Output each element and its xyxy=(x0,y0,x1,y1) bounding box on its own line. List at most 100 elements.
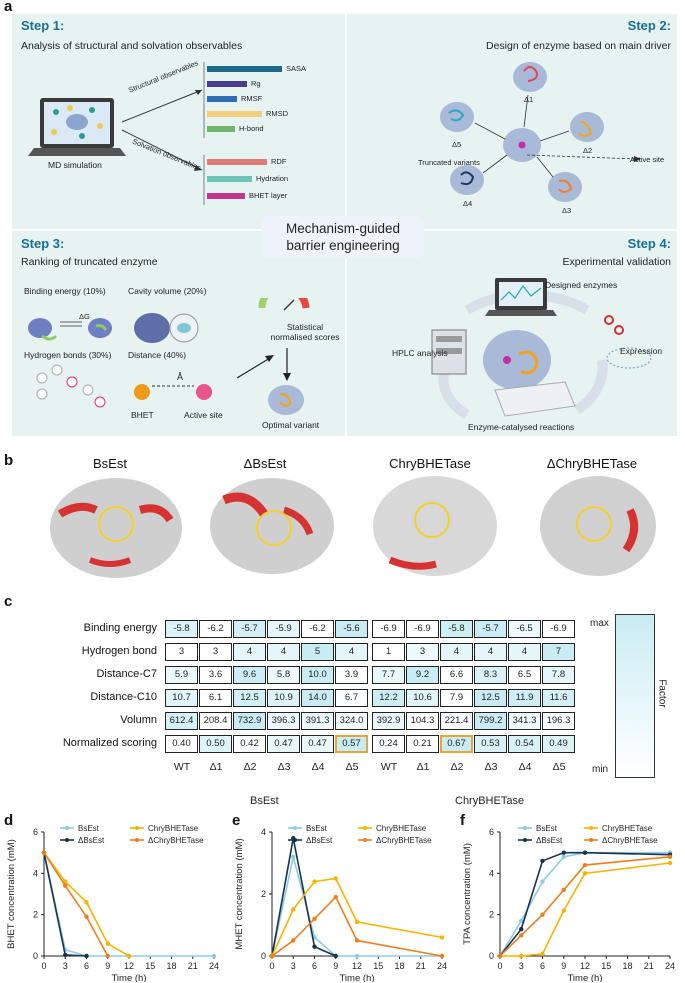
heatmap-cell-bsest: 12.5 xyxy=(233,689,266,707)
heatmap-cell-chry: 7.7 xyxy=(372,666,405,684)
bar-label-rg: Rg xyxy=(251,79,261,88)
bar-label-bhet-layer: BHET layer xyxy=(249,191,288,200)
heatmap-cell-bsest: 14.0 xyxy=(301,689,334,707)
heatmap-row-label: Hydrogen bond xyxy=(81,645,157,657)
step4-title: Step 4: xyxy=(627,236,671,251)
bar-label-hydration: Hydration xyxy=(256,174,289,183)
protein-title-chry: ChryBHETase xyxy=(389,456,471,471)
factor-legend xyxy=(615,614,655,778)
data-point xyxy=(333,953,338,959)
legend-marker xyxy=(589,838,593,842)
y-tick-label: 4 xyxy=(489,868,494,878)
heatmap-cell-bsest: 732.9 xyxy=(233,712,266,730)
binding-energy-label: Binding energy (10%) xyxy=(24,286,106,296)
legend-label: ΔBsEst xyxy=(306,836,333,845)
step3-illustration xyxy=(28,298,310,415)
heatmap-row-label: Binding energy xyxy=(83,622,157,634)
legend-marker xyxy=(135,826,139,830)
x-tick-label: 12 xyxy=(352,961,362,971)
expression-label: Expression xyxy=(620,346,663,356)
active-site-label-step3: Active site xyxy=(184,410,223,420)
heatmap-cell-chry: 0.49 xyxy=(542,735,575,753)
x-tick-label: 3 xyxy=(291,961,296,971)
heatmap-cell-chry: 799.2 xyxy=(474,712,507,730)
y-tick-label: 2 xyxy=(33,910,38,920)
heatmap-cell-chry: -5.7 xyxy=(474,620,507,638)
heatmap-cell-bsest: 4 xyxy=(267,643,300,661)
step1-subtitle: Analysis of structural and solvation obs… xyxy=(21,40,243,52)
laptop-icon xyxy=(28,98,126,156)
heatmap-cell-chry: 4 xyxy=(440,643,473,661)
x-tick-label: 12 xyxy=(580,961,590,971)
data-point xyxy=(497,953,503,959)
center-label: Mechanism-guided barrier engineering xyxy=(262,216,424,258)
cavity-volume-label: Cavity volume (20%) xyxy=(128,286,207,296)
hplc-label: HPLC analysis xyxy=(392,348,448,358)
designed-enzymes-label: Designed enzymes xyxy=(545,280,618,290)
heatmap-cell-chry: 196.3 xyxy=(542,712,575,730)
data-point xyxy=(540,858,545,864)
heatmap-cell-chry: 6.5 xyxy=(508,666,541,684)
heatmap-cell-bsest: 0.50 xyxy=(199,735,232,753)
variant-label-d3: Δ3 xyxy=(562,206,572,215)
series-line xyxy=(43,852,87,957)
data-point xyxy=(63,952,68,958)
heatmap-cell-bsest: 3.9 xyxy=(335,666,368,684)
data-point xyxy=(312,916,317,921)
heatmap-cell-chry: 11.9 xyxy=(508,689,541,707)
protein-title-dbsest: ΔBsEst xyxy=(243,456,287,471)
legend-marker xyxy=(363,838,367,842)
data-point xyxy=(126,953,132,959)
data-point xyxy=(561,887,566,893)
data-point xyxy=(105,953,110,959)
heatmap-col-label: WT xyxy=(380,761,398,773)
legend-marker xyxy=(523,838,527,842)
legend-marker xyxy=(293,826,297,830)
heatmap-col-label: Δ1 xyxy=(416,761,430,773)
data-point xyxy=(312,879,317,884)
protein-title-dchry: ΔChryBHETase xyxy=(546,456,638,471)
heatmap-cell-bsest: 396.3 xyxy=(267,712,300,730)
heatmap-cell-bsest: 10.0 xyxy=(301,666,334,684)
heatmap-cell-chry: -5.8 xyxy=(440,620,473,638)
y-axis-label: BHET concentration (mM) xyxy=(6,839,17,949)
legend-marker xyxy=(65,838,69,842)
x-tick-label: 15 xyxy=(145,961,155,971)
heatmap-cell-bsest: 3 xyxy=(165,643,198,661)
optimal-variant-label: Optimal variant xyxy=(262,420,320,430)
heatmap-row-label: Distance-C7 xyxy=(96,668,157,680)
data-point xyxy=(333,894,338,900)
x-tick-label: 6 xyxy=(84,961,89,971)
heatmap-col-label: Δ4 xyxy=(518,761,532,773)
heatmap-cell-bsest: 3 xyxy=(199,643,232,661)
data-point xyxy=(540,912,545,917)
heatmap-cell-bsest: 5 xyxy=(301,643,334,661)
bar-label-rmsf: RMSF xyxy=(241,94,263,103)
x-axis-label: Time (h) xyxy=(339,973,374,982)
data-point xyxy=(561,854,566,859)
y-tick-label: 0 xyxy=(33,951,38,961)
x-tick-label: 6 xyxy=(312,961,317,971)
heatmap-cell-chry: -6.5 xyxy=(508,620,541,638)
heatmap-cell-chry: 7 xyxy=(542,643,575,661)
heatmap-cell-chry: 0.67 xyxy=(440,735,473,753)
heatmap-row-label: Volumn xyxy=(120,714,157,726)
heatmap-cell-bsest: 208.4 xyxy=(199,712,232,730)
heatmap-cell-chry: 4 xyxy=(474,643,507,661)
heatmap-cell-bsest: 10.9 xyxy=(267,689,300,707)
heatmap-cell-bsest: 0.47 xyxy=(267,735,300,753)
y-tick-label: 4 xyxy=(33,868,38,878)
x-tick-label: 24 xyxy=(665,961,675,971)
y-tick-label: 6 xyxy=(489,827,494,837)
laptop-icon-step4 xyxy=(485,278,557,316)
heatmap-cell-chry: -6.9 xyxy=(542,620,575,638)
series-line xyxy=(43,852,109,957)
bar-label-rmsd: RMSD xyxy=(266,109,289,118)
step2-illustration xyxy=(440,62,641,202)
protein-title-bsest: BsEst xyxy=(93,456,127,471)
heatmap-cell-bsest: 391.3 xyxy=(301,712,334,730)
data-point xyxy=(519,933,524,938)
protein-surface-dbsest xyxy=(210,478,334,574)
heatmap-cell-bsest: 0.47 xyxy=(301,735,334,753)
